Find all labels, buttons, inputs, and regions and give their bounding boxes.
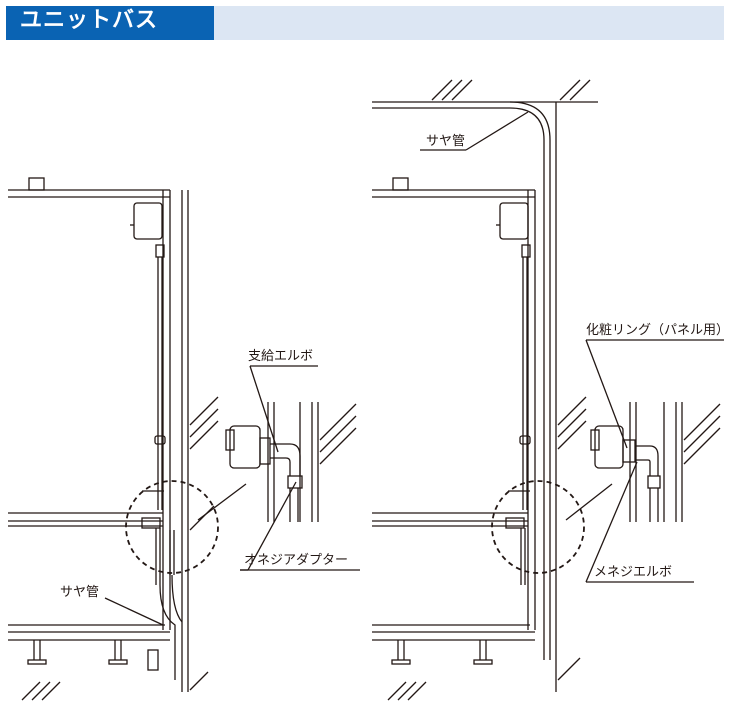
page-title: ユニットバス (20, 8, 159, 33)
left-unit-bath (8, 177, 219, 701)
label-cosmetic-ring: 化粧リング（パネル用） (586, 323, 729, 338)
label-saya-right: サヤ管 (426, 134, 465, 149)
label-male-adapter: オネジアダプター (244, 553, 348, 568)
header-title-box (6, 6, 214, 40)
label-female-elbow: メネジエルボ (594, 565, 672, 580)
label-saya-left: サヤ管 (60, 585, 99, 600)
detail-supply-elbow (225, 365, 360, 571)
label-supply-elbow: 支給エルボ (248, 349, 313, 364)
detail-cosmetic-ring (585, 339, 724, 583)
right-unit-bath (372, 79, 598, 701)
